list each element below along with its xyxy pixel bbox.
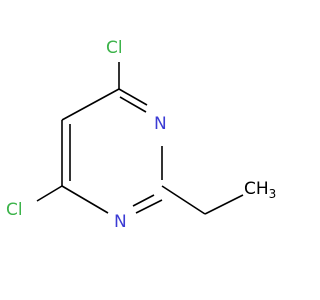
- bond-c6-cl: [36, 185, 63, 202]
- bond-c4-n3-inner: [119, 96, 147, 113]
- molecule-diagram: Cl N N Cl CH3: [6, 38, 276, 232]
- bond-c2-n1-inner: [132, 194, 155, 207]
- bond-c5-c4: [61, 88, 120, 121]
- methyl-label-subscript: 3: [269, 187, 277, 201]
- methyl-label-main: CH: [244, 179, 269, 199]
- nitrogen-upper-label: N: [154, 114, 167, 134]
- methyl-label: CH3: [244, 179, 276, 201]
- bond-n1-c6: [61, 185, 109, 214]
- bond-c4-n3: [118, 88, 148, 106]
- bond-c2-ethyl: [161, 185, 206, 215]
- structure-canvas: Cl N N Cl CH3: [6, 38, 276, 232]
- nitrogen-lower-label: N: [114, 212, 127, 232]
- bond-c2-n1: [135, 199, 163, 214]
- chlorine-top-label: Cl: [106, 38, 123, 58]
- bond-ethyl-methyl: [204, 194, 244, 215]
- chlorine-bottom-label: Cl: [6, 200, 23, 220]
